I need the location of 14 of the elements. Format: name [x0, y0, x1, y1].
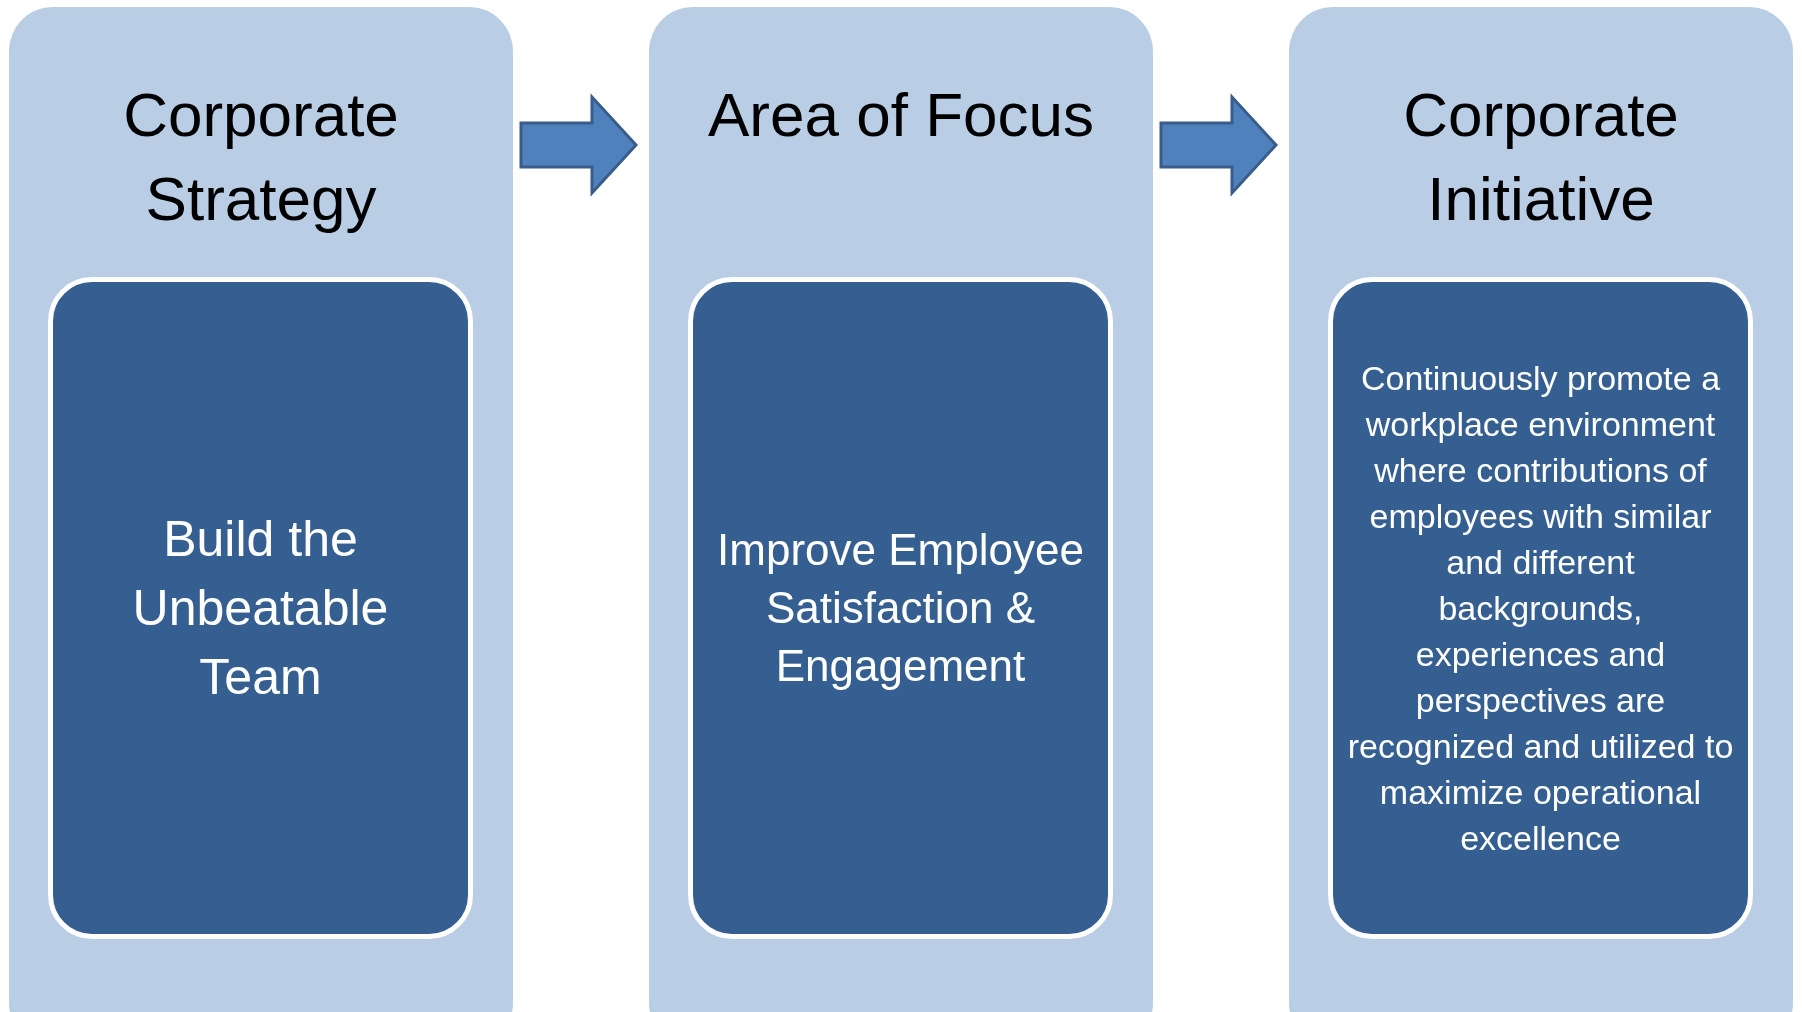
description-box — [1328, 277, 1753, 939]
stage-panel — [9, 7, 513, 1012]
description-text: Build the Unbeatable Team — [131, 509, 390, 707]
description-text: Continuously promote a workplace environment where contributions of employees with similar and different backgrounds, experiences and perspectives are recognized and utilized to maximize operational excellence — [1347, 358, 1734, 859]
stage-panel — [1289, 7, 1793, 1012]
description-text: Improve Employee Satisfaction & Engagement — [716, 524, 1085, 692]
block-arrow — [1159, 93, 1279, 197]
description-box — [48, 277, 473, 939]
stage-heading: Corporate Strategy — [122, 79, 400, 235]
description-box — [688, 277, 1113, 939]
block-arrow — [519, 93, 639, 197]
stage-panel — [649, 7, 1153, 1012]
stage-heading: Corporate Initiative — [1402, 79, 1680, 235]
stage-heading: Area of Focus — [707, 79, 1095, 151]
